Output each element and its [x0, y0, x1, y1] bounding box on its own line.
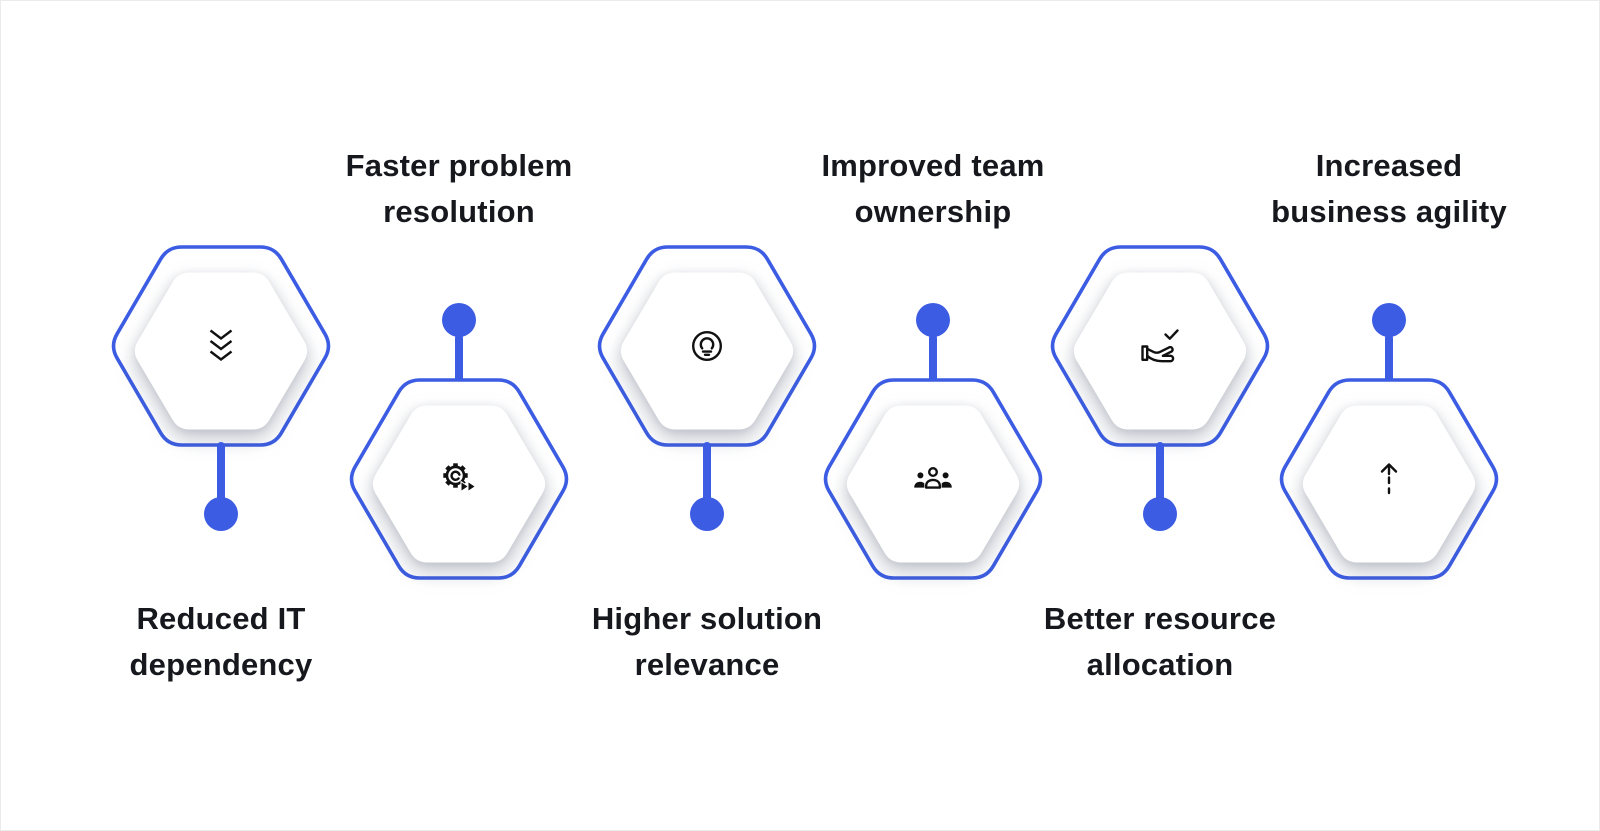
connector-line	[703, 442, 711, 504]
label-line: relevance	[634, 647, 780, 682]
module-higher-solution-relevance: Higher solution relevance	[547, 1, 867, 830]
label-line: ownership	[854, 194, 1012, 229]
connector-dot	[690, 497, 724, 531]
module-increased-business-agility: Increased business agility	[1229, 1, 1549, 830]
hexagon-higher-solution-relevance	[592, 242, 822, 450]
hexagon-increased-business-agility	[1274, 375, 1504, 583]
module-improved-team-ownership: Improved team ownership	[773, 1, 1093, 830]
module-faster-problem-resolution: Faster problem resolution	[299, 1, 619, 830]
label-line: Better resource	[1043, 601, 1277, 636]
label-line: Improved team	[821, 148, 1045, 183]
hand-check-icon	[1141, 329, 1179, 363]
arrow-up-dashed-icon	[1380, 463, 1398, 495]
label-better-resource-allocation: Better resource allocation	[975, 596, 1345, 688]
label-reduced-it-dependency: Reduced IT dependency	[36, 596, 406, 688]
connector-dot	[916, 303, 950, 337]
connector-line	[929, 334, 937, 384]
module-better-resource-allocation: Better resource allocation	[1000, 1, 1320, 830]
team-icon	[914, 466, 952, 489]
label-line: business agility	[1271, 194, 1507, 229]
connector-dot	[204, 497, 238, 531]
label-increased-business-agility: Increased business agility	[1204, 143, 1574, 235]
label-line: Reduced IT	[136, 601, 306, 636]
label-line: resolution	[383, 194, 535, 229]
connector-line	[1385, 334, 1393, 384]
label-faster-problem-resolution: Faster problem resolution	[274, 143, 644, 235]
label-higher-solution-relevance: Higher solution relevance	[522, 596, 892, 688]
hexagon-improved-team-ownership	[818, 375, 1048, 583]
hexagon-shape	[111, 245, 331, 447]
connector-dot	[1143, 497, 1177, 531]
connector-line	[1156, 442, 1164, 504]
label-line: Faster problem	[345, 148, 573, 183]
hexagon-better-resource-allocation	[1045, 242, 1275, 450]
label-line: Higher solution	[591, 601, 823, 636]
gear-fast-forward-icon	[443, 463, 477, 493]
triple-chevron-down-icon	[209, 329, 233, 362]
label-line: dependency	[129, 647, 313, 682]
label-improved-team-ownership: Improved team ownership	[748, 143, 1118, 235]
lightbulb-circle-icon	[691, 330, 723, 362]
connector-line	[217, 442, 225, 504]
connector-dot	[1372, 303, 1406, 337]
label-line: Increased	[1315, 148, 1463, 183]
connector-dot	[442, 303, 476, 337]
module-reduced-it-dependency: Reduced IT dependency	[61, 1, 381, 830]
connector-line	[455, 334, 463, 384]
hexagon-faster-problem-resolution	[344, 375, 574, 583]
label-line: allocation	[1086, 647, 1234, 682]
hexagon-reduced-it-dependency	[106, 242, 336, 450]
